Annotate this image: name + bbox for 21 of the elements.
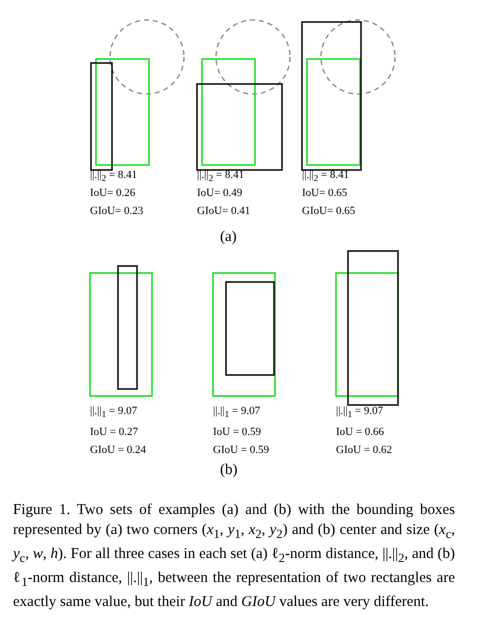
panel-label: (b) (220, 461, 238, 479)
metric-label: IoU= 0.65 (302, 187, 348, 200)
metric-label: GIoU= 0.23 (90, 205, 144, 218)
metric-label: GIoU = 0.59 (213, 444, 270, 457)
metric-label: GIoU = 0.24 (90, 444, 146, 457)
metric-label: GIoU= 0.65 (302, 205, 356, 218)
metric-label: ||.||$_{1}$ = 9.07 (213, 405, 260, 422)
metric-label: IoU= 0.49 (197, 187, 242, 200)
metric-label: ||.||$_{2}$ = 8.41 (302, 169, 350, 186)
metric-label: GIoU = 0.62 (336, 444, 392, 457)
metric-label: IoU= 0.26 (90, 187, 136, 200)
panel-label: (a) (220, 228, 237, 246)
metric-label: ||.||$_{2}$ = 8.41 (90, 169, 138, 186)
metric-label: IoU = 0.66 (336, 426, 384, 439)
metric-label: GIoU= 0.41 (197, 205, 250, 218)
metric-label: IoU = 0.27 (90, 426, 138, 439)
metric-label: ||.||$_{1}$ = 9.07 (336, 405, 384, 422)
figure-caption: Figure 1. Two sets of examples (a) and (b) with the bounding boxes represented by (a) two corners (x$_{1}$, y$_{1}$, x$_{2}$, y$_{2}$) and (b) center and size (x$_{c}$, y$_{c}$, w, h). For all three cases in each set (a) ℓ$_{2}$-norm distance, ||.||$_{2}$, and (b) ℓ$_{1}$-norm distance, ||.||$_{1}$, between the representation of two rectangles are exactly same value, but their IoU and GIoU values are very different. (13, 501, 455, 612)
metric-label: ||.||$_{2}$ = 8.41 (197, 169, 244, 186)
metric-label: ||.||$_{1}$ = 9.07 (90, 405, 138, 422)
metric-label: IoU = 0.59 (213, 426, 262, 439)
